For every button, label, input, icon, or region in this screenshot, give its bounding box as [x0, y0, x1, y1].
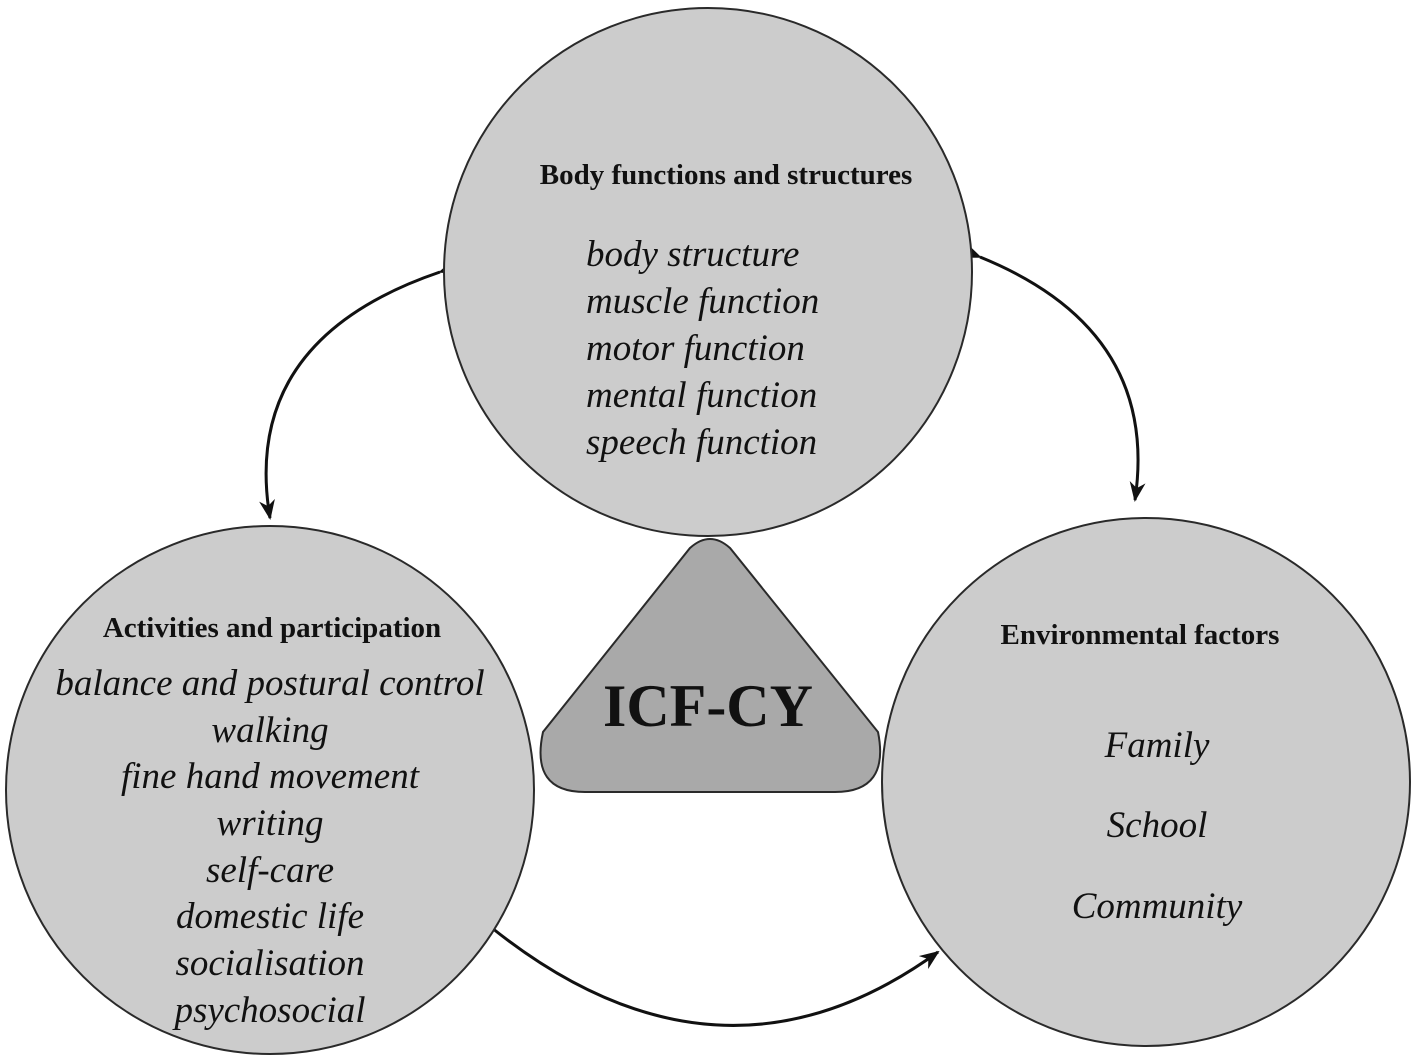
activities-participation-circle: [5, 525, 535, 1055]
body-functions-item: mental function: [586, 375, 817, 416]
environmental-list: Family School Community: [1072, 725, 1243, 927]
center-label: ICF-CY: [603, 673, 813, 739]
arc-activities-environmental: [472, 910, 940, 1027]
activities-item: self-care: [206, 850, 334, 891]
environmental-item: Family: [1104, 725, 1210, 766]
environmental-item: Community: [1072, 886, 1243, 927]
body-functions-heading: Body functions and structures: [540, 159, 913, 191]
body-functions-item: speech function: [586, 422, 817, 463]
activities-item: walking: [211, 710, 328, 751]
body-functions-item: body structure: [586, 234, 799, 275]
activities-item: psychosocial: [171, 990, 365, 1031]
arc-body-activities: [259, 258, 460, 520]
environmental-item: School: [1107, 805, 1208, 846]
body-functions-list: body structure muscle function motor fun…: [586, 234, 819, 463]
environmental-heading: Environmental factors: [1001, 619, 1280, 651]
activities-item: writing: [217, 803, 324, 844]
activities-list: balance and postural control walking fin…: [55, 663, 484, 1031]
activities-item: fine hand movement: [121, 756, 421, 797]
activities-item: domestic life: [176, 896, 364, 937]
body-functions-circle: [443, 7, 973, 537]
activities-heading: Activities and participation: [103, 612, 441, 644]
body-functions-item: motor function: [586, 328, 805, 369]
arc-body-environmental: [960, 242, 1146, 502]
center-triangle: [539, 538, 882, 793]
body-functions-item: muscle function: [586, 281, 819, 322]
environmental-factors-circle: [881, 517, 1411, 1047]
activities-item: balance and postural control: [55, 663, 484, 704]
activities-item: socialisation: [175, 943, 364, 984]
